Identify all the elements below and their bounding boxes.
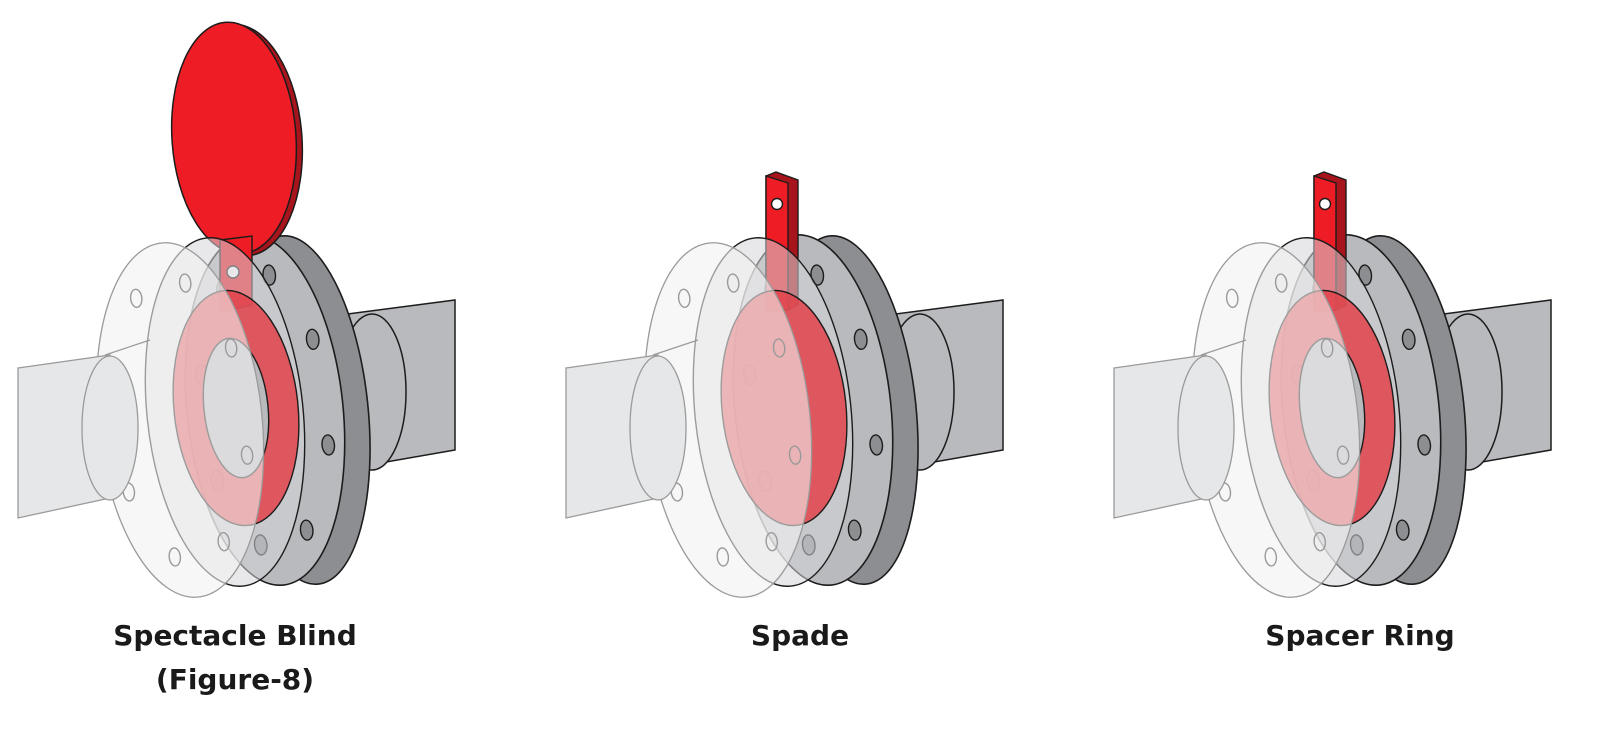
ghost-bolt-hole: [240, 445, 254, 465]
bolt-hole: [1401, 328, 1416, 350]
ghost-bolt-hole: [1264, 547, 1278, 567]
ghost-bolt-hole: [726, 273, 740, 293]
left-pipe-edge: [1200, 339, 1247, 356]
ghost-bolt-hole: [1320, 338, 1334, 358]
left-pipe-end: [81, 355, 139, 501]
bolt-hole: [853, 328, 868, 350]
flange-assembly: [1113, 171, 1552, 598]
left-pipe-edge: [104, 339, 151, 356]
bolt-hole: [1395, 519, 1410, 541]
caption-spacer-ring: Spacer Ring: [1180, 614, 1540, 658]
ghost-bolt-hole: [765, 532, 779, 552]
bolt-hole: [847, 519, 862, 541]
ghost-bolt-hole: [677, 288, 691, 308]
left-pipe-end: [629, 355, 687, 501]
flange-assembly: [565, 171, 1004, 598]
flange-assembly: [17, 21, 456, 598]
caption-line: Spacer Ring: [1265, 619, 1455, 652]
left-pipe-edge: [652, 339, 699, 356]
left-pipe-end: [1177, 355, 1235, 501]
ghost-bolt-hole: [1274, 273, 1288, 293]
ghost-bolt-hole: [716, 547, 730, 567]
bolt-hole: [1417, 434, 1432, 456]
caption-spectacle-blind: Spectacle Blind (Figure-8): [55, 614, 415, 702]
bolt-hole: [305, 328, 320, 350]
ghost-bolt-hole: [1225, 288, 1239, 308]
ghost-bolt-hole: [217, 532, 231, 552]
ghost-bolt-hole: [129, 288, 143, 308]
caption-line: (Figure-8): [155, 663, 315, 696]
tab-hole: [770, 197, 784, 211]
bolt-hole: [869, 434, 884, 456]
ghost-bolt-hole: [168, 547, 182, 567]
tab-hole: [1318, 197, 1332, 211]
ghost-bolt-hole: [788, 445, 802, 465]
ghost-bolt-hole: [224, 338, 238, 358]
bolt-hole: [321, 434, 336, 456]
ghost-bolt-hole: [772, 338, 786, 358]
caption-line: Spectacle Blind: [113, 619, 357, 652]
ghost-bolt-hole: [1313, 532, 1327, 552]
bolt-hole: [299, 519, 314, 541]
caption-line: Spade: [750, 619, 850, 652]
caption-spade: Spade: [620, 614, 980, 658]
ghost-bolt-hole: [1336, 445, 1350, 465]
ghost-bolt-hole: [178, 273, 192, 293]
